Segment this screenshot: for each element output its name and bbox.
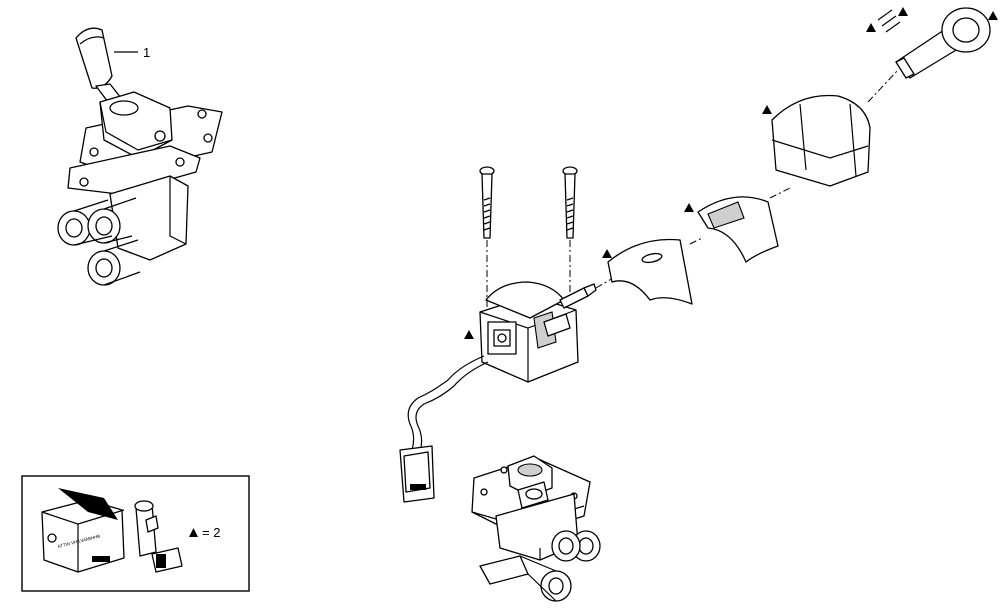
wire-harness [399,355,489,503]
screw-right [562,166,578,239]
repair-kit-box-drawing: ATTIN VHILVAMIHHB [41,488,183,573]
assembled-valve-drawing: 1 [57,27,223,286]
triangle-markers [464,7,998,339]
callout-label-1: 1 [143,45,150,60]
bellows-ring-large [697,196,779,263]
switch-module [479,281,597,383]
marker-ring-large [684,203,694,212]
marker-clip-right [898,7,908,16]
legend-quantity-text: = 2 [202,525,220,540]
handle-knob [895,7,991,79]
valve-body [471,455,601,602]
marker-switch [464,330,474,339]
rubber-boot [771,94,871,187]
legend-box: ATTIN VHILVAMIHHB = 2 [21,475,250,592]
legend-triangle-marker [189,528,198,537]
marker-ring-small [602,249,612,258]
port-fittings [57,197,141,286]
marker-knob [988,11,998,20]
screw-left [479,166,495,239]
marker-clip-left [866,23,876,32]
marker-boot [762,105,772,114]
spring-clip [877,9,901,33]
bellows-ring-small [607,238,693,305]
